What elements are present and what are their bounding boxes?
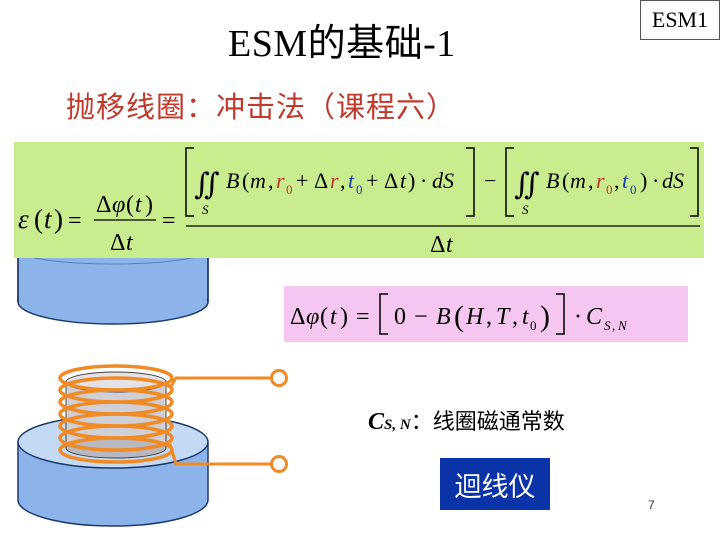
svg-text:t: t <box>44 204 53 234</box>
svg-text:t: t <box>446 232 454 258</box>
coil-constant-symbol: C <box>368 409 385 435</box>
svg-text:=: = <box>68 208 82 234</box>
svg-text:Δ: Δ <box>290 304 305 330</box>
svg-text:S: S <box>604 318 611 333</box>
svg-text:m: m <box>570 168 586 193</box>
svg-text:0: 0 <box>394 304 406 330</box>
flux-change-equation-graphic: Δ φ ( t ) = 0 − B ( H , T , t 0 ) · C S … <box>290 293 628 335</box>
terminal-top <box>270 369 288 387</box>
svg-text:m: m <box>250 168 266 193</box>
svg-text:): ) <box>54 204 63 234</box>
svg-text:=: = <box>356 304 370 330</box>
svg-text:−: − <box>484 168 496 193</box>
coil-constant-description: ：线圈磁通常数 <box>410 410 565 435</box>
svg-text:Δ: Δ <box>430 232 445 258</box>
svg-text:·: · <box>574 304 582 330</box>
svg-text:B: B <box>436 304 451 330</box>
svg-text:): ) <box>340 304 348 330</box>
svg-text:S: S <box>202 202 209 217</box>
svg-text:,: , <box>268 168 274 193</box>
svg-text:r: r <box>330 168 339 193</box>
svg-text:(: ( <box>454 300 464 333</box>
svg-text:(: ( <box>320 304 328 330</box>
emf-equation-graphic: ε ( t ) = Δ φ ( t ) Δ t = Δ t ∬ S B ( m … <box>18 147 700 258</box>
svg-text:): ) <box>408 168 415 193</box>
svg-text:∬: ∬ <box>514 168 540 201</box>
svg-text:t: t <box>330 304 338 330</box>
svg-text:T: T <box>496 304 511 330</box>
svg-text:0: 0 <box>630 182 637 197</box>
coil-constant-subscript: S, N <box>384 417 411 433</box>
svg-text:φ: φ <box>112 192 125 218</box>
svg-text:Δ: Δ <box>110 230 125 256</box>
svg-text:t: t <box>348 168 355 193</box>
svg-text:): ) <box>145 192 153 218</box>
svg-text:(: ( <box>126 192 134 218</box>
svg-text:): ) <box>540 300 550 333</box>
svg-text:0: 0 <box>606 182 613 197</box>
svg-text:dS: dS <box>662 168 684 193</box>
svg-text:H: H <box>465 304 485 330</box>
svg-text:+: + <box>296 168 308 193</box>
page-number: 7 <box>648 498 655 512</box>
svg-text:,: , <box>486 304 492 330</box>
svg-text:∬: ∬ <box>194 168 220 201</box>
svg-text:·: · <box>652 168 659 193</box>
svg-text:B: B <box>226 168 239 193</box>
svg-text:+: + <box>366 168 378 193</box>
lead-wires <box>168 376 272 466</box>
svg-text:φ: φ <box>306 304 319 330</box>
svg-text:t: t <box>400 168 407 193</box>
svg-text:r: r <box>276 168 285 193</box>
svg-text:t: t <box>126 230 134 256</box>
svg-text:t: t <box>135 192 143 218</box>
slide-title: ESM的基础-1 <box>228 23 456 65</box>
svg-text:,: , <box>340 168 346 193</box>
svg-text:Δ: Δ <box>384 168 398 193</box>
terminal-bottom <box>270 455 288 473</box>
svg-text:0: 0 <box>530 318 537 333</box>
emf-equation: ε ( t ) = Δ φ ( t ) Δ t = Δ t ∬ S B ( m … <box>14 142 704 258</box>
svg-text:t: t <box>522 304 530 330</box>
svg-text:Δ: Δ <box>314 168 328 193</box>
svg-text:): ) <box>640 168 647 193</box>
coil-constant-label: CS, N：线圈磁通常数 <box>368 404 565 436</box>
svg-text:·: · <box>420 168 427 193</box>
svg-text:S: S <box>522 202 529 217</box>
svg-text:0: 0 <box>286 182 293 197</box>
svg-text:,: , <box>512 304 518 330</box>
svg-text:Δ: Δ <box>96 192 111 218</box>
svg-text:ε: ε <box>18 204 29 234</box>
svg-text:,: , <box>612 318 615 333</box>
svg-text:t: t <box>622 168 629 193</box>
slide-tag: ESM1 <box>640 0 720 40</box>
svg-text:(: ( <box>242 168 249 193</box>
svg-text:−: − <box>414 304 428 330</box>
svg-text:B: B <box>546 168 559 193</box>
coil-winding <box>58 364 174 464</box>
svg-text:(: ( <box>562 168 569 193</box>
svg-text:,: , <box>614 168 620 193</box>
svg-text:C: C <box>586 304 603 330</box>
flux-change-equation: Δ φ ( t ) = 0 − B ( H , T , t 0 ) · C S … <box>284 286 688 342</box>
svg-text:=: = <box>162 208 176 234</box>
svg-text:r: r <box>596 168 605 193</box>
svg-text:(: ( <box>34 204 43 234</box>
svg-text:dS: dS <box>432 168 454 193</box>
svg-text:,: , <box>588 168 594 193</box>
svg-text:N: N <box>617 318 628 333</box>
svg-text:0: 0 <box>356 182 363 197</box>
instrument-label: 迴线仪 <box>440 458 550 510</box>
slide-subtitle: 抛移线圈：冲击法（课程六） <box>66 90 457 124</box>
